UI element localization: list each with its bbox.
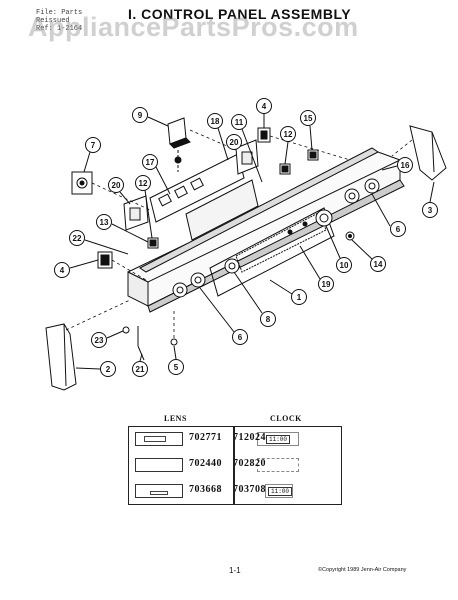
callout-23: 23 bbox=[91, 330, 124, 348]
callout-22: 22 bbox=[69, 230, 129, 255]
svg-text:2: 2 bbox=[106, 365, 111, 374]
table-row: 702440 702820 bbox=[129, 453, 341, 479]
callout-5: 5 bbox=[168, 345, 184, 375]
exploded-diagram: 1 2 3 4 4 5 6 6 7 8 9 10 11 12 12 13 14 … bbox=[45, 98, 447, 391]
part-15 bbox=[307, 149, 319, 161]
clock-image bbox=[257, 458, 299, 472]
svg-text:21: 21 bbox=[136, 365, 145, 374]
callout-16: 16 bbox=[381, 157, 413, 173]
clock-part-number: 703708 bbox=[233, 484, 266, 495]
svg-text:20: 20 bbox=[230, 138, 239, 147]
switch-20-lower bbox=[123, 195, 149, 231]
part-7 bbox=[71, 171, 93, 195]
callout-4-lower: 4 bbox=[54, 259, 99, 278]
svg-text:7: 7 bbox=[91, 141, 96, 150]
svg-text:22: 22 bbox=[73, 234, 82, 243]
clock-image: 11:00 bbox=[257, 432, 299, 446]
callout-15: 15 bbox=[300, 110, 316, 151]
callout-21: 21 bbox=[132, 353, 148, 377]
svg-text:14: 14 bbox=[374, 260, 383, 269]
lens-image bbox=[135, 432, 183, 446]
clock-header: CLOCK bbox=[270, 414, 302, 423]
part-12-lower bbox=[147, 237, 159, 249]
callout-13: 13 bbox=[96, 214, 149, 243]
page-number: 1-1 bbox=[229, 566, 241, 575]
callout-18-lower: 19 bbox=[299, 245, 334, 292]
callout-17: 17 bbox=[142, 154, 171, 195]
callout-7: 7 bbox=[83, 137, 101, 173]
svg-text:9: 9 bbox=[138, 111, 143, 120]
clock-part-number: 702820 bbox=[233, 458, 266, 469]
parts-table: 702771 11:00 712024 702440 702820 703668… bbox=[128, 426, 342, 505]
svg-text:6: 6 bbox=[396, 225, 401, 234]
callout-8: 8 bbox=[233, 271, 276, 327]
table-row: 703668 11:00 703708 bbox=[129, 479, 341, 505]
callout-4-upper: 4 bbox=[256, 98, 272, 128]
svg-text:10: 10 bbox=[340, 261, 349, 270]
lens-part-number: 702771 bbox=[189, 432, 222, 443]
svg-text:11: 11 bbox=[235, 118, 244, 127]
callout-6-right: 6 bbox=[371, 193, 406, 237]
header-line-2: Reissued bbox=[36, 17, 70, 25]
callout-2: 2 bbox=[75, 361, 116, 377]
end-cap-left bbox=[45, 323, 77, 391]
callout-12-upper: 12 bbox=[280, 126, 296, 165]
lens-image bbox=[135, 484, 183, 498]
clock-part-number: 712024 bbox=[233, 432, 266, 443]
svg-text:5: 5 bbox=[174, 363, 179, 372]
clock-image: 11:00 bbox=[265, 484, 293, 498]
lens-bracket bbox=[149, 153, 259, 241]
fasteners bbox=[122, 231, 355, 361]
svg-text:17: 17 bbox=[146, 158, 155, 167]
callouts: 1 2 3 4 4 5 6 6 7 8 9 10 11 12 12 13 14 … bbox=[54, 98, 438, 377]
callout-6-left: 6 bbox=[199, 287, 248, 345]
console-panel bbox=[127, 147, 405, 313]
header-line-1: File: Parts bbox=[36, 9, 83, 17]
end-cap-right bbox=[409, 125, 447, 181]
svg-text:6: 6 bbox=[238, 333, 243, 342]
callout-9: 9 bbox=[132, 107, 169, 127]
svg-text:20: 20 bbox=[112, 181, 121, 190]
svg-text:15: 15 bbox=[304, 114, 313, 123]
callout-20-upper: 20 bbox=[226, 134, 242, 150]
callout-18-upper: 18 bbox=[207, 113, 229, 161]
svg-text:16: 16 bbox=[401, 161, 410, 170]
lens-part-number: 703668 bbox=[189, 484, 222, 495]
part-4-lower bbox=[97, 251, 113, 269]
lens-part-number: 702440 bbox=[189, 458, 222, 469]
svg-text:8: 8 bbox=[266, 315, 271, 324]
panel-knobs bbox=[172, 178, 380, 298]
clock-display: 11:00 bbox=[268, 487, 293, 496]
svg-text:1: 1 bbox=[297, 293, 302, 302]
switch-20-upper bbox=[235, 139, 259, 175]
svg-text:18: 18 bbox=[211, 117, 220, 126]
lens-header: LENS bbox=[164, 414, 187, 423]
callout-10: 10 bbox=[325, 225, 352, 273]
svg-text:23: 23 bbox=[95, 336, 104, 345]
part-12-upper bbox=[279, 163, 291, 175]
callout-20-lower: 20 bbox=[108, 177, 131, 205]
switch-4-upper bbox=[257, 127, 271, 143]
lens-image bbox=[135, 458, 183, 472]
table-row: 702771 11:00 712024 bbox=[129, 427, 341, 453]
svg-text:4: 4 bbox=[60, 266, 65, 275]
clip-9 bbox=[167, 117, 191, 172]
svg-text:19: 19 bbox=[322, 280, 331, 289]
page-title: I. CONTROL PANEL ASSEMBLY bbox=[128, 6, 352, 22]
callout-14: 14 bbox=[351, 239, 386, 272]
header-line-3: Ref: 1-2164 bbox=[36, 25, 83, 33]
copyright: ©Copyright 1989 Jenn-Air Company bbox=[318, 567, 407, 573]
callout-3: 3 bbox=[422, 181, 438, 218]
clock-display: 11:00 bbox=[266, 435, 291, 444]
svg-text:12: 12 bbox=[284, 130, 293, 139]
callout-1: 1 bbox=[269, 279, 307, 305]
callout-12-lower: 12 bbox=[135, 175, 153, 239]
svg-text:12: 12 bbox=[139, 179, 148, 188]
svg-text:3: 3 bbox=[428, 206, 433, 215]
svg-text:13: 13 bbox=[100, 218, 109, 227]
callout-11: 11 bbox=[231, 114, 263, 183]
table-divider bbox=[233, 426, 235, 505]
svg-text:4: 4 bbox=[262, 102, 267, 111]
